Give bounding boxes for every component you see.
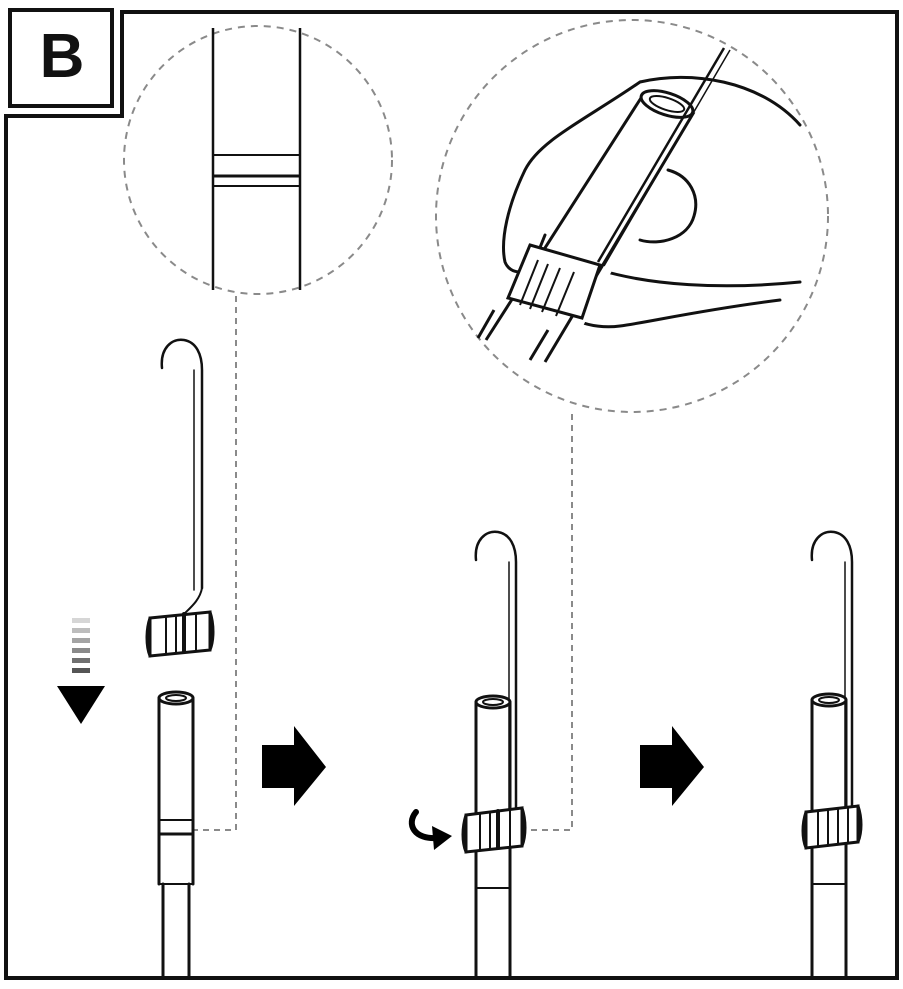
hand: [502, 75, 802, 329]
right-arrow-icon: [640, 726, 704, 806]
down-arrow-icon: [57, 618, 105, 724]
figure-step-2: [461, 530, 527, 980]
hook-wire: [474, 530, 518, 814]
right-arrow-icon: [262, 726, 326, 806]
clip: [801, 804, 863, 850]
figure-step-3: [801, 530, 863, 980]
step-label: B: [39, 22, 85, 91]
figure-step-1: [145, 338, 215, 980]
clip: [145, 610, 215, 658]
clip: [461, 806, 527, 854]
zoom-connector-2: [520, 414, 573, 831]
zoom-connector-1: [190, 296, 237, 831]
rotate-arrow-icon: [408, 809, 452, 850]
zoom-circle-hand: [435, 19, 829, 413]
zoom-circle-marking: [123, 25, 393, 295]
outer-frame: [4, 10, 899, 980]
step-label-box: [8, 8, 114, 108]
hook-wire: [160, 338, 204, 590]
tube-1: [157, 690, 195, 980]
hook-wire: [810, 530, 854, 814]
